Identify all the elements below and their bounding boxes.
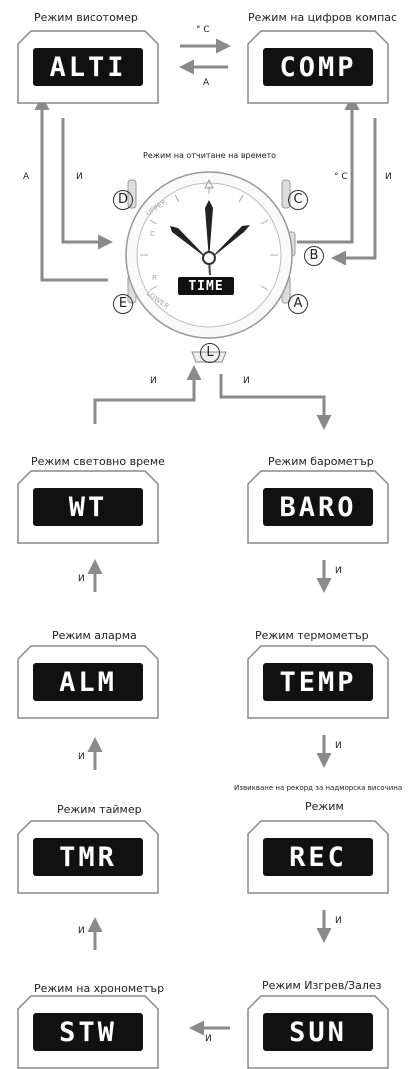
arrow-time-to-comp (297, 95, 360, 244)
label-alti: Режим висотомер (34, 11, 138, 24)
arrow-label-i-bottom-right: И (243, 376, 250, 386)
lcd-alm: ALM (33, 663, 143, 701)
arrow-label-c-top: ° C (196, 25, 210, 35)
arrow-label-i-right: И (385, 172, 392, 182)
screen-rec: REC (247, 820, 389, 894)
lcd-tmr: TMR (33, 838, 143, 876)
lcd-sun: SUN (263, 1013, 373, 1051)
arrow-comp-to-time (331, 118, 377, 266)
screen-sun: SUN (247, 995, 389, 1069)
lcd-baro: BARO (263, 488, 373, 526)
screen-temp: TEMP (247, 645, 389, 719)
arrow-alti-to-time (61, 118, 113, 250)
screen-alti: ALTI (17, 30, 159, 104)
label-alm: Режим аларма (52, 629, 137, 642)
label-sun: Режим Изгрев/Залез (262, 979, 382, 992)
lcd-comp: COMP (263, 48, 373, 86)
screen-alm: ALM (17, 645, 159, 719)
arrow-time-to-baro (219, 374, 332, 430)
arrow-label-c-right: ° C (334, 172, 348, 182)
screen-wt: WT (17, 470, 159, 544)
label-rec-top: Извикване на рекорд за надморска височин… (234, 784, 403, 792)
arrow-label-i-bottom-left: И (150, 376, 157, 386)
label-tmr: Режим таймер (57, 803, 142, 816)
label-wt: Режим световно време (31, 455, 165, 468)
label-time: Режим на отчитане на времето (143, 151, 277, 160)
screen-baro: BARO (247, 470, 389, 544)
button-a[interactable]: A (288, 294, 308, 314)
arrow-label-a-top: A (203, 78, 210, 88)
lcd-wt: WT (33, 488, 143, 526)
bezel-r-label: R (152, 274, 157, 282)
button-b[interactable]: B (304, 246, 324, 266)
button-e[interactable]: E (113, 294, 133, 314)
screen-comp: COMP (247, 30, 389, 104)
arrow-label-i-rec-sun: И (335, 916, 342, 926)
screen-tmr: TMR (17, 820, 159, 894)
arrow-label-i-stw-tmr: И (78, 926, 85, 936)
screen-stw: STW (17, 995, 159, 1069)
arrow-label-i-baro-temp: И (335, 566, 342, 576)
watch-illustration (125, 171, 296, 363)
arrow-label-i-sun-stw: И (205, 1034, 212, 1044)
lcd-alti: ALTI (33, 48, 143, 86)
lcd-rec: REC (263, 838, 373, 876)
arrow-time-to-alti (34, 95, 108, 282)
button-c[interactable]: C (288, 190, 308, 210)
arrow-label-i-left: И (76, 172, 83, 182)
button-d[interactable]: D (113, 190, 133, 210)
lcd-temp: TEMP (263, 663, 373, 701)
watch-lcd: TIME (178, 277, 234, 295)
arrow-label-i-tmr-alm: И (78, 752, 85, 762)
label-baro: Режим барометър (268, 455, 374, 468)
arrow-label-i-temp-rec: И (335, 741, 342, 751)
label-temp: Режим термометър (255, 629, 369, 642)
label-rec: Режим (305, 800, 344, 813)
arrow-wt-to-time (93, 365, 202, 424)
button-l[interactable]: L (200, 343, 220, 363)
bezel-c-label: C (150, 230, 155, 238)
lcd-stw: STW (33, 1013, 143, 1051)
arrow-label-a-left: A (23, 172, 30, 182)
label-stw: Режим на хронометър (34, 982, 165, 995)
label-comp: Режим на цифров компас (248, 11, 398, 24)
arrow-label-i-alm-wt: И (78, 574, 85, 584)
